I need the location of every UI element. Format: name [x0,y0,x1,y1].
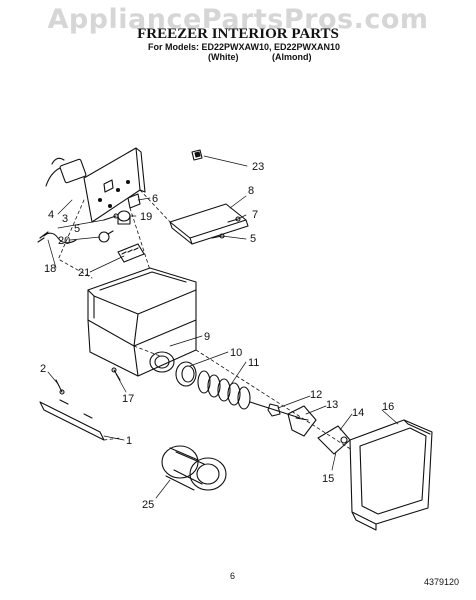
part-23-clip [191,149,203,161]
models-line: For Models: ED22PWXAW10, ED22PWXAN10 [148,42,341,52]
callout-5a: 5 [74,223,80,235]
callout-10: 10 [230,347,242,359]
part-6-switch [127,193,141,209]
part-1-rail [39,399,105,441]
callout-20: 20 [58,235,70,247]
part-11-auger [197,370,251,410]
assembly-lines [57,189,171,279]
callout-11: 11 [248,357,259,369]
callout-6: 6 [152,193,158,205]
part-20-bulb [98,230,114,243]
callout-18: 18 [44,263,56,275]
document-number: 4379120 [424,577,460,587]
callout-5b: 5 [250,233,256,245]
callout-23: 23 [252,161,264,173]
callout-9: 9 [204,331,210,343]
control-bracket [83,147,146,223]
callout-8: 8 [248,185,254,197]
callout-19: 19 [140,211,152,223]
callout-14: 14 [352,407,364,419]
callout-3: 3 [62,213,68,225]
callout-21: 21 [78,267,90,279]
watermark: AppliancePartsPros.com [47,4,429,35]
callout-25: 25 [142,499,154,511]
callout-16: 16 [382,401,394,413]
callout-13: 13 [326,399,338,411]
part-9-ice-bin [87,267,197,377]
callout-15: 15 [322,473,334,485]
page-number: 6 [230,571,236,581]
part-7-screw [227,216,241,223]
callout-1: 1 [126,435,132,447]
part-14-bracket [317,425,351,455]
leader-lines [47,155,399,499]
color-almond-label: (Almond) [272,52,312,62]
part-10-bearing [175,361,197,387]
part-25-sleeve [161,445,227,491]
callout-2: 2 [40,363,46,375]
part-16-housing [349,419,433,531]
part-8-shelf [169,203,249,245]
callout-12: 12 [310,389,322,401]
auger-shaft [249,401,301,419]
part-19-socket [117,210,131,225]
part-5-screw-a [103,213,119,221]
part-12-nut [267,403,281,417]
part-18-harness [37,231,77,244]
part-2-screw [55,379,65,395]
part-17-screw [111,367,121,381]
callout-4: 4 [48,209,54,221]
part-21-cover [117,243,145,263]
page-title: FREEZER INTERIOR PARTS [137,26,339,42]
callout-17: 17 [122,393,134,405]
color-white-label: (White) [208,52,239,62]
part-13-blade [287,405,317,437]
part-4-motor [45,157,87,187]
callout-7: 7 [252,209,258,221]
